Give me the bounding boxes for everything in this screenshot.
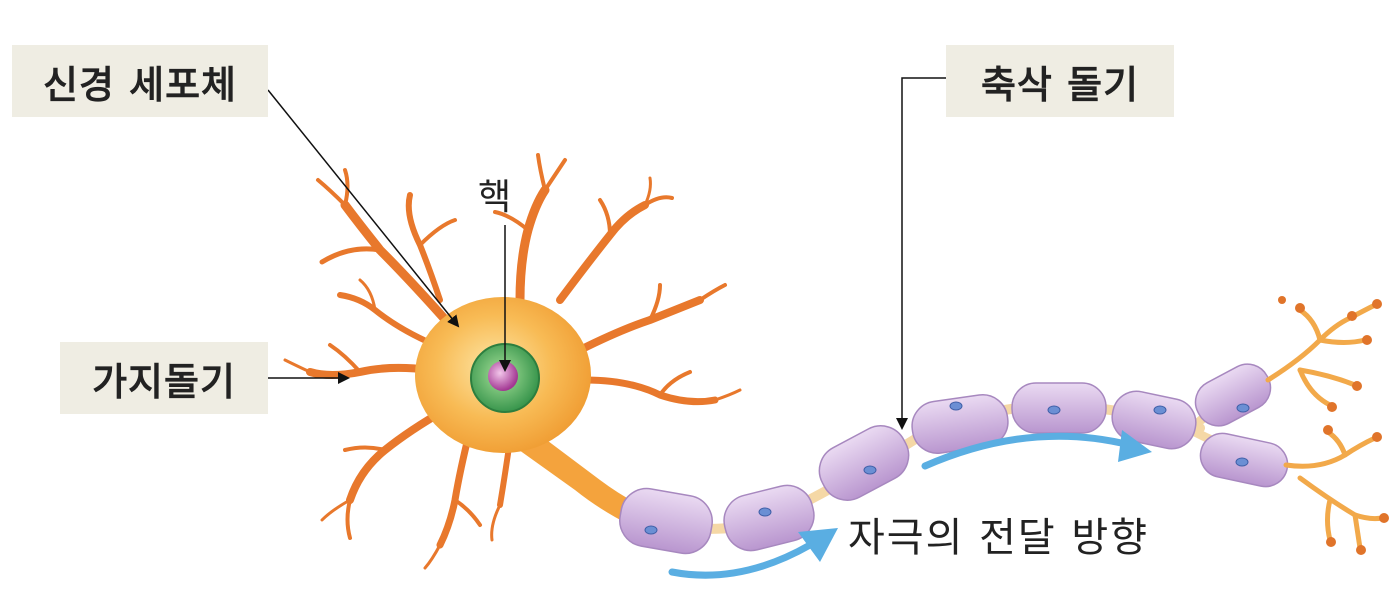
cell-body-leader: [267, 89, 460, 328]
nucleus-label: 핵: [478, 177, 512, 218]
axon-terminals: [1265, 302, 1385, 551]
myelin-sheath: [619, 363, 1289, 555]
axon-label: 축삭 돌기: [946, 45, 1174, 117]
dendrite-label: 가지돌기: [60, 342, 268, 414]
leader-lines: [267, 77, 946, 430]
nucleolus: [488, 361, 518, 391]
cell-body-label: 신경 세포체: [12, 45, 268, 117]
schwann-nuclei: [644, 401, 1250, 535]
dendrites: [283, 153, 742, 570]
signal-direction-arrows: [668, 430, 1152, 579]
axon-leader: [896, 77, 946, 430]
signal-direction-label: 자극의 전달 방향: [848, 515, 1150, 561]
terminal-buttons: [1278, 296, 1389, 555]
